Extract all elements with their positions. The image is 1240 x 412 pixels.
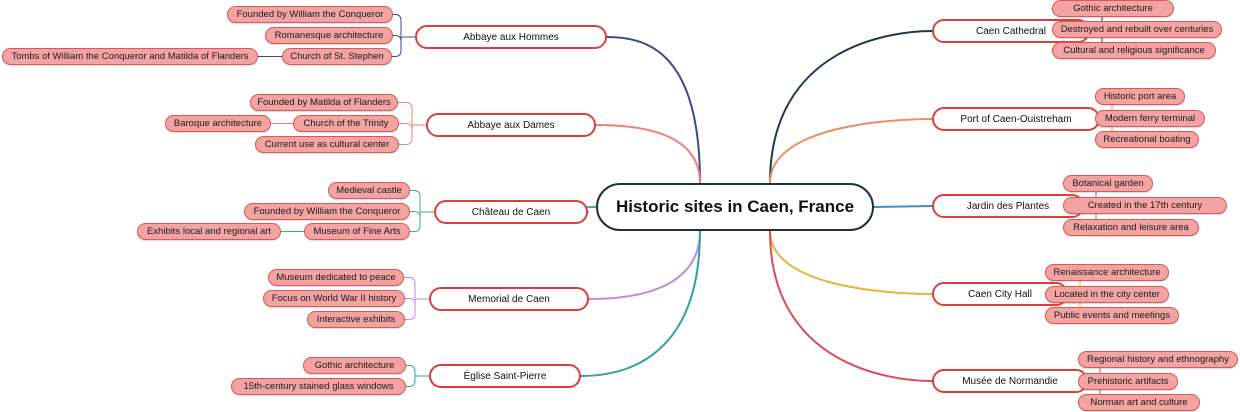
leaf-hommes-1[interactable]: Romanesque architecture <box>265 27 393 44</box>
leaf-cathedral-1[interactable]: Destroyed and rebuilt over centuries <box>1052 21 1222 38</box>
leaf-hommes-3[interactable]: Tombs of William the Conqueror and Matil… <box>2 48 258 65</box>
branch-memorial[interactable]: Memorial de Caen <box>429 287 589 311</box>
leaf-link-hommes-1 <box>392 35 416 42</box>
leaf-hommes-0[interactable]: Founded by William the Conqueror <box>227 6 393 23</box>
leaf-dames-0[interactable]: Founded by Matilda of Flanders <box>250 94 398 111</box>
branch-link-musee <box>769 230 933 382</box>
leaf-link-eglise-1 <box>405 375 430 387</box>
leaf-port-2[interactable]: Recreational boating <box>1095 131 1199 148</box>
leaf-chateau-1[interactable]: Founded by William the Conqueror <box>244 203 410 220</box>
branch-link-jardin <box>873 205 933 208</box>
leaf-memorial-0[interactable]: Museum dedicated to peace <box>268 269 404 286</box>
leaf-link-chateau-2 <box>409 211 435 232</box>
leaf-cityhall-1[interactable]: Located in the city center <box>1045 286 1169 303</box>
branch-eglise[interactable]: Église Saint-Pierre <box>429 364 581 388</box>
leaf-chateau-2[interactable]: Museum of Fine Arts <box>304 223 410 240</box>
leaf-cityhall-0[interactable]: Renaissance architecture <box>1045 264 1169 281</box>
leaf-memorial-1[interactable]: Focus on World War II history <box>263 290 405 307</box>
leaf-dames-1[interactable]: Church of the Trinity <box>293 115 399 132</box>
leaf-dames-3[interactable]: Current use as cultural center <box>255 136 399 153</box>
root-topic[interactable]: Historic sites in Caen, France <box>596 183 874 231</box>
leaf-link-chateau-0 <box>409 190 435 213</box>
leaf-dames-2[interactable]: Baroque architecture <box>165 115 271 132</box>
leaf-chateau-3[interactable]: Exhibits local and regional art <box>137 223 281 240</box>
leaf-cityhall-2[interactable]: Public events and meetings <box>1045 307 1179 324</box>
leaf-link-dames-3 <box>398 124 427 145</box>
leaf-jardin-0[interactable]: Botanical garden <box>1063 175 1153 192</box>
branch-link-port <box>769 118 933 184</box>
branch-link-cityhall <box>769 230 933 295</box>
leaf-musee-1[interactable]: Prehistoric artifacts <box>1078 373 1178 390</box>
leaf-link-hommes-2 <box>391 36 416 57</box>
branch-chateau[interactable]: Château de Caen <box>434 200 588 224</box>
leaf-chateau-0[interactable]: Medieval castle <box>328 182 410 199</box>
leaf-memorial-2[interactable]: Interactive exhibits <box>307 311 405 328</box>
leaf-port-1[interactable]: Modern ferry terminal <box>1095 110 1205 127</box>
branch-jardin[interactable]: Jardin des Plantes <box>932 194 1084 218</box>
leaf-link-eglise-0 <box>405 365 430 377</box>
leaf-eglise-0[interactable]: Gothic architecture <box>303 357 406 374</box>
leaf-jardin-2[interactable]: Relaxation and leisure area <box>1063 219 1199 236</box>
branch-link-eglise <box>580 230 701 377</box>
leaf-link-dames-0 <box>397 102 427 126</box>
leaf-link-memorial-2 <box>404 298 430 320</box>
branch-musee[interactable]: Musée de Normandie <box>932 369 1088 393</box>
leaf-cathedral-0[interactable]: Gothic architecture <box>1052 0 1174 17</box>
branch-dames[interactable]: Abbaye aux Dames <box>426 113 596 137</box>
leaf-musee-0[interactable]: Regional history and ethnography <box>1078 351 1238 368</box>
leaf-link-memorial-0 <box>403 277 430 300</box>
branch-hommes[interactable]: Abbaye aux Hommes <box>415 25 607 49</box>
leaf-hommes-2[interactable]: Church of St. Stephen <box>282 48 392 65</box>
leaf-musee-2[interactable]: Norman art and culture <box>1078 394 1200 411</box>
branch-port[interactable]: Port of Caen-Ouistreham <box>932 107 1100 131</box>
branch-link-hommes <box>606 36 701 184</box>
branch-link-memorial <box>588 230 701 300</box>
leaf-cathedral-2[interactable]: Cultural and religious significance <box>1052 42 1216 59</box>
leaf-jardin-1[interactable]: Created in the 17th century <box>1063 197 1227 214</box>
branch-link-cathedral <box>769 30 933 184</box>
leaf-eglise-1[interactable]: 15th-century stained glass windows <box>231 378 406 395</box>
leaf-port-0[interactable]: Historic port area <box>1095 88 1185 105</box>
branch-link-dames <box>595 124 701 184</box>
leaf-link-hommes-0 <box>392 14 416 38</box>
